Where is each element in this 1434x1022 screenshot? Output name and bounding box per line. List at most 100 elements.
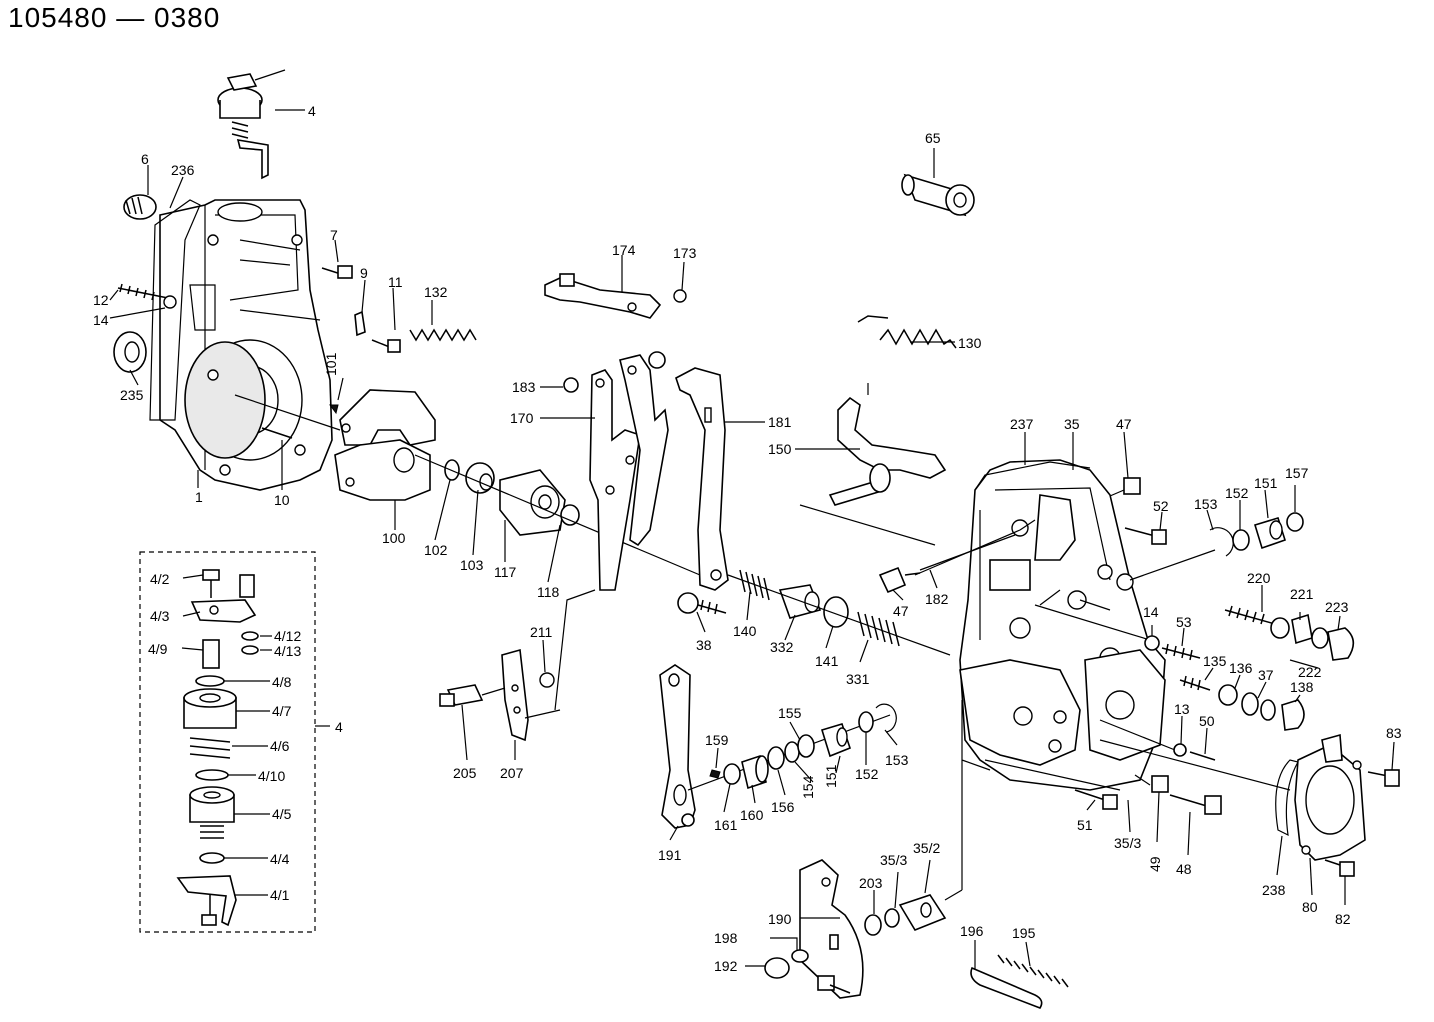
callout-65: 65: [925, 130, 941, 146]
lever-190: [799, 859, 864, 999]
callout-100: 100: [382, 530, 406, 546]
callout-117: 117: [494, 564, 517, 580]
washer-222: [1311, 627, 1329, 649]
callout-141: 141: [815, 653, 839, 669]
screw-51: [1074, 789, 1106, 801]
callout-332: 332: [770, 639, 794, 655]
callout-52: 52: [1153, 498, 1169, 514]
callout-80: 80: [1302, 899, 1318, 915]
callout-151b: 151: [823, 764, 839, 788]
clip-153a: [1209, 527, 1234, 557]
callout-11: 11: [388, 274, 403, 290]
pin-159: [709, 769, 721, 779]
callout-4b: 4: [335, 719, 343, 735]
callout-14b: 14: [1143, 604, 1159, 620]
callout-4-4: 4/4: [270, 851, 290, 867]
cap-138: [1281, 699, 1305, 731]
callout-102: 102: [424, 542, 448, 558]
callout-160: 160: [740, 807, 764, 823]
nut-173: [673, 289, 687, 303]
nut-183: [563, 377, 579, 393]
washer-upper: [648, 351, 666, 369]
callout-190: 190: [768, 911, 792, 927]
screw-53: [1161, 643, 1201, 661]
callout-161: 161: [714, 817, 738, 833]
lever-181: [675, 367, 729, 591]
subassembly-4-parts: [176, 569, 259, 927]
screw-198b: [817, 975, 851, 994]
flyweight-100: [334, 389, 436, 501]
callout-236: 236: [171, 162, 195, 178]
callout-47b: 47: [893, 603, 909, 619]
callout-12: 12: [93, 292, 109, 308]
callout-118: 118: [537, 584, 560, 600]
screw-10: [261, 427, 293, 439]
callout-156: 156: [771, 799, 795, 815]
callout-4-6: 4/6: [270, 738, 290, 754]
plug-352: [898, 894, 947, 931]
washer-141: [823, 596, 849, 628]
screw-50: [1189, 751, 1216, 761]
callout-195: 195: [1012, 925, 1036, 941]
clip-211: [539, 672, 555, 688]
callout-181: 181: [768, 414, 792, 430]
callout-153b: 153: [885, 752, 909, 768]
callout-353b: 35/3: [880, 852, 907, 868]
sleeve-160: [741, 754, 769, 790]
washer-154: [784, 741, 800, 763]
callout-4-3: 4/3: [150, 608, 170, 624]
callout-223: 223: [1325, 599, 1349, 615]
callout-47a: 47: [1116, 416, 1132, 432]
callout-238: 238: [1262, 882, 1286, 898]
callout-4-2: 4/2: [150, 571, 170, 587]
subassembly-4-box: [139, 551, 316, 933]
washer-37b: [1260, 699, 1276, 721]
leader-lines: [109, 109, 1395, 970]
washer-152b: [858, 711, 874, 733]
callout-4-10: 4/10: [258, 768, 285, 784]
nut-151b: [820, 723, 851, 758]
cover-80: [1294, 733, 1366, 861]
callout-140: 140: [733, 623, 757, 639]
screw-47b: [878, 566, 921, 594]
screw-7: [321, 265, 353, 279]
callout-352: 35/2: [913, 840, 940, 856]
gasket-236: [149, 199, 201, 421]
callout-220: 220: [1247, 570, 1271, 586]
callout-196: 196: [960, 923, 984, 939]
lever-207: [501, 648, 529, 742]
callout-173: 173: [673, 245, 697, 261]
washer-221: [1270, 617, 1290, 639]
assembly-axis-4: [727, 574, 951, 656]
washer-152a: [1232, 529, 1250, 551]
screw-51-head: [1102, 794, 1118, 810]
callout-labels: 4 6 236 7 9 11 132 12 14 235 101 1 10 10…: [93, 103, 1402, 974]
screw-38: [677, 592, 727, 615]
nut-151a: [1254, 517, 1286, 550]
callout-37: 37: [1258, 667, 1274, 683]
callout-135: 135: [1203, 653, 1227, 669]
screw-11: [371, 339, 401, 353]
assembly-axis-3: [481, 589, 596, 719]
washer-157: [1286, 512, 1304, 532]
callout-150: 150: [768, 441, 792, 457]
bracket-9: [354, 310, 366, 337]
callout-152b: 152: [855, 766, 879, 782]
callout-138: 138: [1290, 679, 1314, 695]
callout-103: 103: [460, 557, 484, 573]
screw-12: [117, 283, 169, 301]
lever-150: [828, 396, 947, 506]
callout-155: 155: [778, 705, 802, 721]
callout-4-8: 4/8: [272, 674, 292, 690]
callout-49: 49: [1147, 856, 1163, 872]
callout-82: 82: [1335, 911, 1351, 927]
spring-130: [857, 315, 957, 349]
assembly-axis-2: [799, 383, 936, 546]
callout-38: 38: [696, 637, 712, 653]
callout-132: 132: [424, 284, 448, 300]
callout-13: 13: [1174, 701, 1190, 717]
governor-housing: [159, 199, 333, 491]
screw-48: [1169, 794, 1222, 815]
spring-132: [409, 328, 477, 342]
